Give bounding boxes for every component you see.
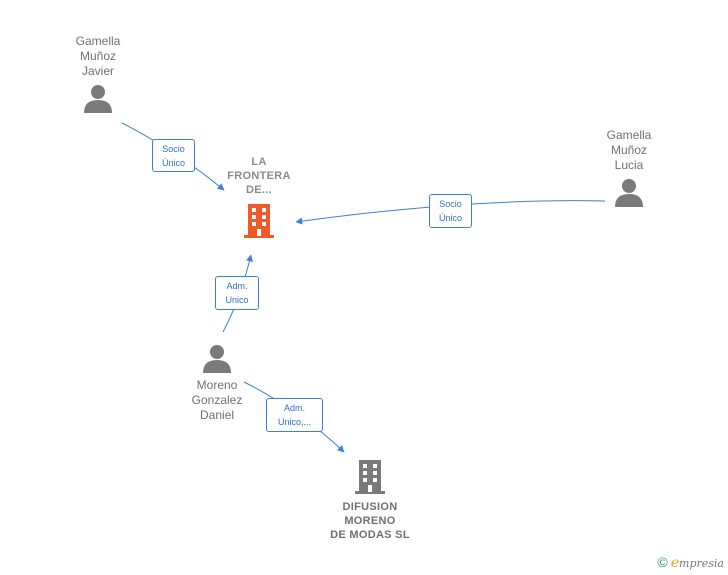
- edge-label-adm-unico-daniel[interactable]: Adm. Unico: [215, 276, 259, 310]
- empresia-watermark: ©empresia: [657, 554, 724, 571]
- copyright-icon: ©: [657, 554, 668, 570]
- node-label: Moreno Gonzalez Daniel: [191, 378, 243, 422]
- person-icon: [177, 343, 257, 373]
- brand-name: mpresia: [679, 557, 724, 570]
- edge-label-adm-unico-difusion[interactable]: Adm. Unico,...: [266, 398, 323, 432]
- person-icon: [589, 177, 669, 207]
- edge-label-socio-unico-javier[interactable]: Socio Único: [152, 139, 195, 172]
- node-gamella-munoz-lucia[interactable]: Gamella Muñoz Lucia: [589, 128, 669, 207]
- edge-label-socio-unico-lucia[interactable]: Socio Único: [429, 194, 472, 228]
- person-icon: [58, 83, 138, 113]
- node-label: DIFUSION MORENO DE MODAS SL: [330, 501, 410, 541]
- node-label: LA FRONTERA DE...: [227, 156, 291, 196]
- building-icon: [320, 460, 420, 494]
- node-moreno-gonzalez-daniel[interactable]: Moreno Gonzalez Daniel: [177, 343, 257, 423]
- brand-initial: e: [670, 555, 680, 571]
- node-la-frontera[interactable]: LA FRONTERA DE...: [214, 155, 304, 238]
- node-label: Gamella Muñoz Javier: [75, 34, 121, 78]
- node-gamella-munoz-javier[interactable]: Gamella Muñoz Javier: [58, 34, 138, 113]
- node-difusion-moreno-de-modas[interactable]: DIFUSION MORENO DE MODAS SL: [320, 460, 420, 542]
- node-label: Gamella Muñoz Lucia: [606, 128, 652, 172]
- building-icon: [214, 204, 304, 238]
